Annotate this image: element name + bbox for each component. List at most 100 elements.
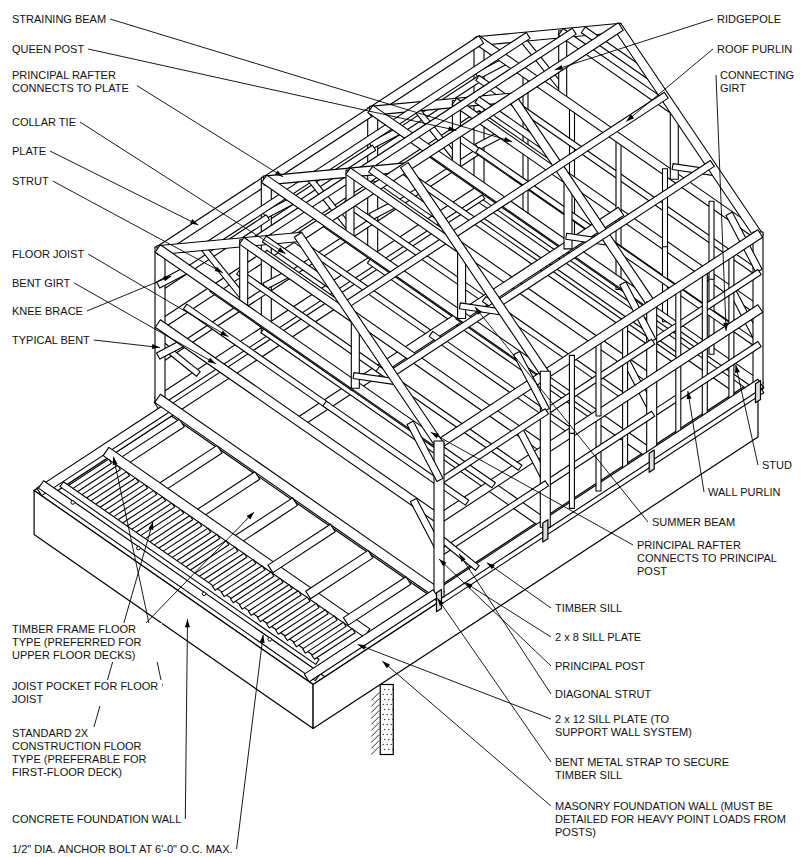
straining-beam [346,168,466,255]
part-label: BENT METAL STRAP TO SECURE TIMBER SILL [555,756,755,782]
stud [676,361,681,439]
leader-arrowhead [487,563,495,570]
leader-arrowhead [247,512,254,519]
earth-hatch [371,747,379,755]
leader-line [688,391,704,492]
principal-rafter [507,93,657,310]
label-box: QUEEN POST [12,39,212,57]
section-stipple [388,719,389,720]
leader-arrowhead [687,391,692,399]
floor-joist [312,629,355,660]
part-label: FLOOR JOIST [12,248,84,261]
label-box: ROOF PURLIN [717,39,803,57]
leader-arrowhead [358,645,366,650]
label-box: STUD [762,455,804,473]
leader-line [87,276,172,311]
wall-purlin [649,342,762,419]
part-label: CONCRETE FOUNDATION WALL [12,813,181,826]
label-box: FLOOR JOIST [12,244,152,262]
leader-arrowhead [723,323,728,331]
section-stipple [384,689,385,690]
section-stipple [384,719,385,720]
section-stipple [387,734,388,735]
leaders [50,19,758,849]
leader-arrowhead [152,344,160,349]
part-label: MASONRY FOUNDATION WALL (MUST BE DETAILE… [555,800,803,839]
label-box: PRINCIPAL RAFTER CONNECTS TO PLATE [12,69,137,96]
leader-line [736,365,758,465]
section-stipple [383,694,384,695]
section-stipple [388,729,389,730]
part-label: STANDARD 2X CONSTRUCTION FLOOR TYPE (PRE… [12,727,162,779]
wall-purlin [542,411,655,488]
part-label: COLLAR TIE [12,116,76,129]
part-label: DIAGONAL STRUT [555,688,651,701]
leader-arrowhead [275,170,283,176]
section-cut [380,685,393,755]
label-box: TYPICAL BENT [12,330,152,348]
leader-arrowhead [555,65,563,70]
section-stipple [388,689,389,690]
label-box: TIMBER SILL [555,598,800,616]
principal-rafter [157,232,303,254]
section-stipple [383,744,384,745]
label-box: CONNECTING GIRT [720,69,804,96]
section-stipple [384,729,385,730]
section-stipple [387,724,388,725]
label-box: BENT METAL STRAP TO SECURE TIMBER SILL [555,756,755,783]
stud [663,169,668,247]
part-label: KNEE BRACE [12,305,83,318]
leader-arrowhead [215,267,223,273]
anchor-bolt [268,638,272,642]
label-box: JOIST POCKET FOR FLOOR JOIST [12,680,162,707]
queen-post [240,240,248,311]
leader-line [110,19,512,142]
section-stipple [388,749,389,750]
leader-line [80,122,286,254]
part-label: STUD [762,459,792,472]
part-label: 2 x 12 SILL PLATE (TO SUPPORT WALL SYSTE… [555,713,715,739]
leader-line [88,254,228,337]
part-label: STRAINING BEAM [12,13,106,26]
part-label: JOIST POCKET FOR FLOOR JOIST [12,680,162,706]
leader-line [626,49,713,121]
label-box: COLLAR TIE [12,112,212,130]
leader-line [431,432,633,545]
section-stipple [392,719,393,720]
label-box: DIAGONAL STRUT [555,684,800,702]
part-label: QUEEN POST [12,43,84,56]
section-stipple [387,694,388,695]
leader-line [382,661,551,806]
stud [596,338,601,416]
label-box: RIDGEPOLE [717,9,803,27]
section-stipple [391,744,392,745]
masonry-section [371,685,393,755]
leader-line [716,75,726,331]
stud [702,268,707,346]
metal-strap [543,520,548,542]
stud [569,430,574,508]
principal-rafter [401,163,551,380]
stud [616,137,621,215]
leader-line [439,559,551,666]
section-stipple [384,699,385,700]
leader-line [74,283,216,364]
leader-arrowhead [148,522,153,530]
leader-arrowhead [208,358,216,364]
section-stipple [392,699,393,700]
section-stipple [387,714,388,715]
part-label: RIDGEPOLE [717,13,781,26]
label-box: 2 x 8 SILL PLATE [555,627,800,645]
leader-arrowhead [382,661,390,668]
leader-line [237,635,264,849]
part-label: PRINCIPAL RAFTER CONNECTS TO PLATE [12,69,137,95]
leader-line [459,554,551,694]
stud [569,355,574,433]
part-label: TIMBER FRAME FLOOR TYPE (PREFERRED FOR U… [12,623,162,662]
section-stipple [392,709,393,710]
label-box: 1/2" DIA. ANCHOR BOLT AT 6'-0" O.C. MAX. [12,839,342,857]
section-stipple [392,729,393,730]
section-stipple [383,704,384,705]
